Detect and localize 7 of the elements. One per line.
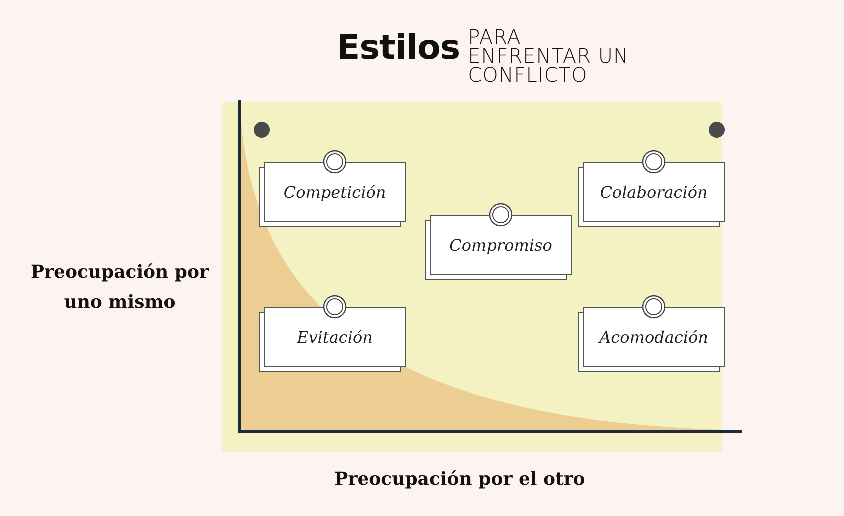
card-label: Compromiso <box>450 236 552 254</box>
card-label: Colaboración <box>600 182 708 202</box>
axis-label: Preocupación por uno mismo <box>30 261 210 315</box>
axis-label: Preocupación por el otro <box>334 468 586 492</box>
card-label: Competición <box>284 182 386 202</box>
card-label: Evitación <box>297 328 373 346</box>
card-label: Acomodación <box>600 328 708 346</box>
